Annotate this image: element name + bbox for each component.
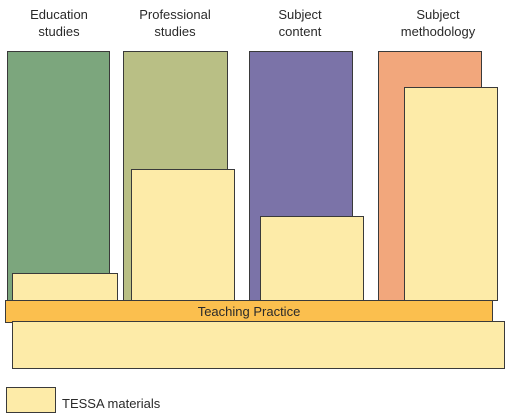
tessa-overlay-teaching-practice [12, 321, 505, 369]
tessa-overlay-education [12, 273, 118, 301]
tessa-overlay-content [260, 216, 364, 301]
label-education-studies: Education studies [30, 7, 88, 39]
legend-swatch [6, 387, 56, 413]
tessa-overlay-methodology [404, 87, 498, 301]
label-subject-methodology: Subject methodology [400, 7, 476, 39]
teaching-practice-label: Teaching Practice [197, 304, 301, 319]
teaching-practice-band: Teaching Practice [5, 300, 493, 323]
bar-education-studies [7, 51, 110, 301]
label-professional-studies: Professional studies [139, 7, 211, 39]
tessa-overlay-professional [131, 169, 235, 301]
legend-label: TESSA materials [62, 396, 161, 411]
label-subject-content: Subject content [278, 7, 322, 39]
